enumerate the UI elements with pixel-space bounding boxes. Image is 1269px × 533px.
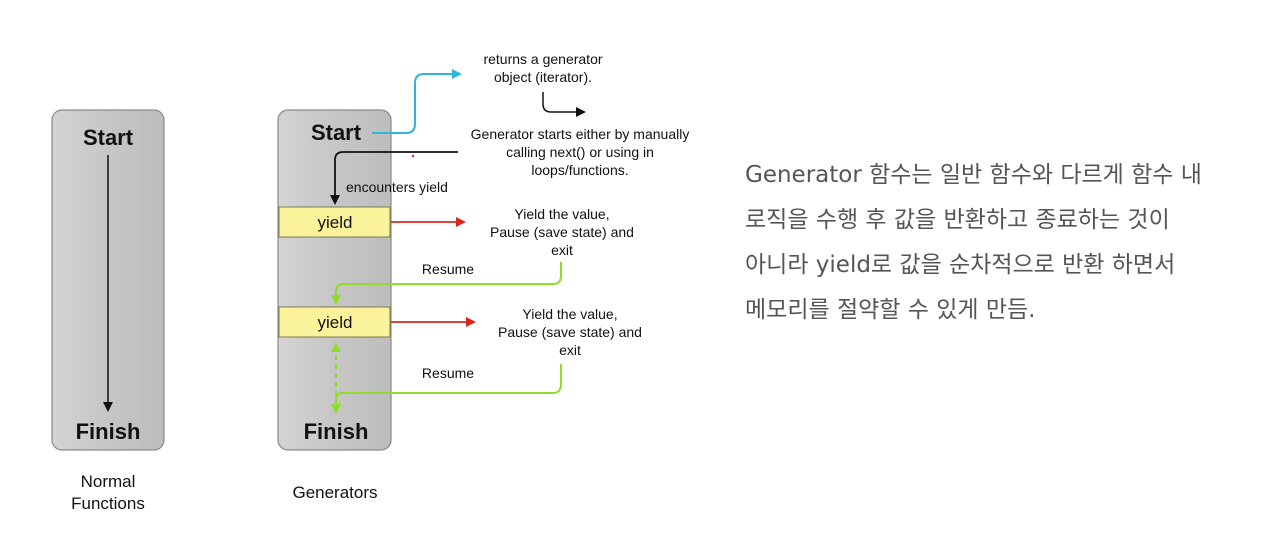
yield-block-2 — [278, 306, 391, 338]
yield-note-2-line1: Yield the value, — [522, 306, 617, 322]
normal-caption-line1: Normal — [81, 472, 136, 491]
starts-note-line1: Generator starts either by manually — [471, 126, 690, 142]
generator-start-label: Start — [311, 120, 362, 145]
yield-note-2-line3: exit — [559, 342, 581, 358]
resume-arrow-1 — [331, 262, 562, 305]
stray-dot — [411, 154, 415, 158]
yield-note-1-line1: Yield the value, — [514, 206, 609, 222]
start-to-yield-arrow — [330, 151, 458, 205]
normal-start-label: Start — [83, 125, 134, 150]
description-line: 로직을 수행 후 값을 반환하고 종료하는 것이 — [745, 207, 1170, 233]
description-line: 메모리를 절약할 수 있게 만듬. — [745, 297, 1036, 323]
generator-finish-label: Finish — [304, 419, 369, 444]
resume-label-1: Resume — [422, 261, 474, 277]
encounters-yield-label: encounters yield — [346, 179, 448, 195]
generator-diagram: Start Finish Normal Functions Start yiel… — [51, 51, 690, 513]
resume-arrow-2 — [331, 364, 562, 414]
generator-caption: Generators — [292, 483, 377, 502]
yield-note-2-line2: Pause (save state) and — [498, 324, 642, 340]
returns-note-line1: returns a generator — [483, 51, 602, 67]
yield-note-1-line3: exit — [551, 242, 573, 258]
resume-label-2: Resume — [422, 365, 474, 381]
starts-note-line2: calling next() or using in — [506, 144, 654, 160]
returns-note-line2: object (iterator). — [494, 69, 592, 85]
yield-label-1: yield — [318, 213, 353, 232]
starts-note-line3: loops/functions. — [531, 162, 628, 178]
description-text: Generator 함수는 일반 함수와 다르게 함수 내 로직을 수행 후 값… — [745, 153, 1255, 333]
normal-caption-line2: Functions — [71, 494, 145, 513]
normal-finish-label: Finish — [76, 419, 141, 444]
yield-note-1-line2: Pause (save state) and — [490, 224, 634, 240]
description-line: Generator 함수는 일반 함수와 다르게 함수 내 — [745, 162, 1202, 188]
yield-label-2: yield — [318, 313, 353, 332]
returns-arrow — [372, 69, 462, 134]
normal-function-box: Start Finish — [51, 109, 165, 451]
description-line: 아니라 yield로 값을 순차적으로 반환 하면서 — [745, 252, 1176, 278]
hook-arrow — [542, 92, 586, 117]
yield-block-1 — [278, 206, 391, 238]
generator-box: Start yield yield Finish — [277, 109, 392, 451]
